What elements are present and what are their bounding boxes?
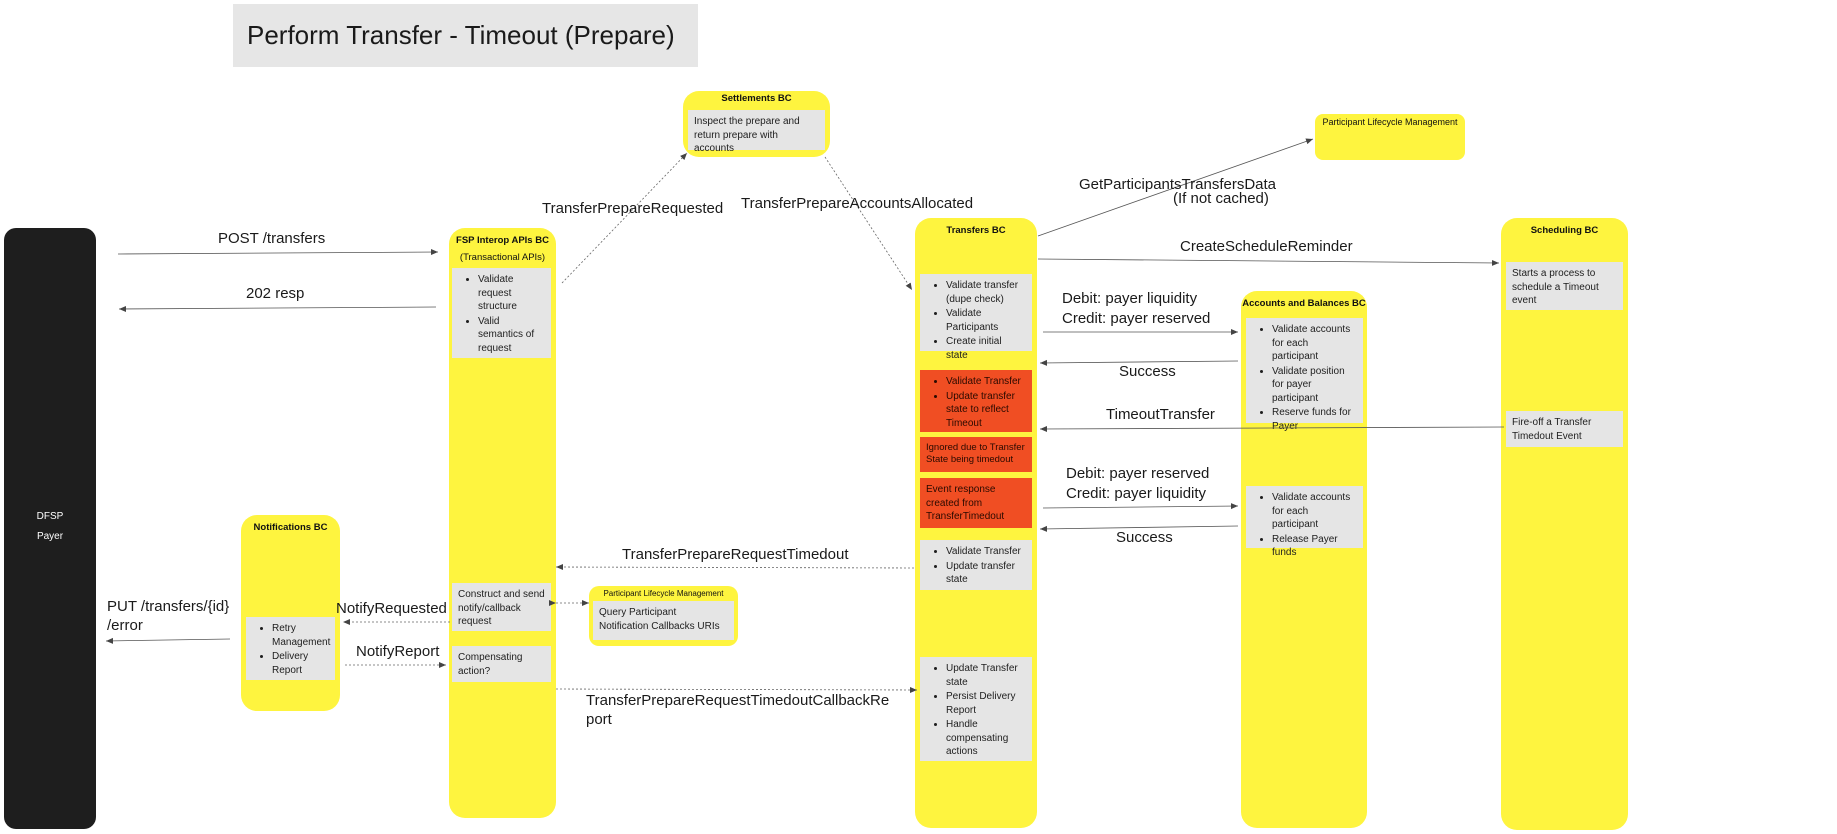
get-participants-arrow (1037, 138, 1314, 237)
prepare-allocated-label: TransferPrepareAccountsAllocated (741, 195, 974, 212)
prepare-requested-arrow (561, 152, 688, 284)
list-item: Validate request structure (478, 273, 545, 314)
transfers-event-response-box: Event response created from TransferTime… (920, 478, 1032, 528)
fsp-construct-box: Construct and send notify/callback reque… (452, 583, 551, 631)
fsp-validate-box: Validate request structure Valid semanti… (452, 268, 551, 358)
fsp-compensating-box: Compensating action? (452, 646, 551, 682)
callback-report-label: TransferPrepareRequestTimedoutCallbackRe (586, 692, 890, 709)
list-item: Update Transfer state (946, 662, 1026, 689)
credit1-label: Credit: payer reserved (1062, 310, 1211, 327)
put-error-label: /error (107, 617, 143, 634)
scheduling-title: Scheduling BC (1530, 225, 1599, 236)
list-item: Retry Management (272, 622, 330, 649)
put-error-arrow (105, 637, 231, 644)
list-item: Validate transfer (dupe check) (946, 279, 1026, 306)
accounts-release-box: Validate accounts for each participant R… (1246, 486, 1363, 558)
accounts-title: Accounts and Balances BC (1242, 298, 1366, 309)
list-item: Valid semantics of request (478, 315, 545, 356)
notify-report-label: NotifyReport (356, 643, 440, 660)
post-transfers-label: POST /transfers (218, 230, 326, 247)
callback-report-arrow (555, 686, 918, 693)
list-item: Persist Delivery Report (946, 690, 1026, 717)
accounts-reserve-box: Validate accounts for each participant V… (1246, 318, 1363, 432)
transfers-update-box: Validate Transfer Update transfer state (920, 540, 1032, 590)
if-not-cached-label: (If not cached) (1173, 190, 1269, 207)
list-item: Update transfer state (946, 560, 1026, 587)
notifications-box: Retry Management Delivery Report (246, 617, 335, 680)
settlements-inspect-box: Inspect the prepare and return prepare w… (688, 110, 825, 154)
success1-arrow (1039, 359, 1239, 366)
scheduling-fire-box: Fire-off a Transfer Timedout Event (1506, 411, 1623, 447)
debit1-label: Debit: payer liquidity (1062, 290, 1198, 307)
list-item: Validate Transfer (946, 375, 1026, 389)
timeout-transfer-label: TimeoutTransfer (1106, 406, 1215, 423)
request-timedout-label: TransferPrepareRequestTimedout (622, 546, 849, 563)
fsp-interop-title: FSP Interop APIs BC (456, 235, 549, 246)
scheduling-lane: Scheduling BC (1501, 218, 1628, 830)
list-item: Delivery Report (272, 650, 329, 677)
plm-top-lane: Participant Lifecycle Management (1315, 114, 1465, 160)
list-item: Validate position for payer participant (1272, 365, 1357, 406)
payer-label: Payer (36, 531, 64, 542)
scheduling-start-box: Starts a process to schedule a Timeout e… (1506, 262, 1623, 310)
transfers-ignored-box: Ignored due to Transfer State being time… (920, 437, 1032, 472)
resp-arrow (118, 305, 437, 312)
list-item: Create initial state (946, 335, 1026, 362)
list-item: Validate Participants (946, 307, 1026, 334)
debit2-arrow (1042, 503, 1239, 510)
list-item: Reserve funds for Payer (1272, 406, 1357, 433)
create-schedule-label: CreateScheduleReminder (1180, 238, 1353, 255)
get-participants-label: GetParticipantsTransfersData (1079, 176, 1277, 193)
fsp-interop-subtitle: (Transactional APIs) (459, 252, 546, 263)
transfers-validate-box: Validate transfer (dupe check) Validate … (920, 274, 1032, 361)
diagram-title: Perform Transfer - Timeout (Prepare) (233, 4, 698, 67)
list-item: Release Payer funds (1272, 533, 1357, 560)
transfers-final-box: Update Transfer state Persist Delivery R… (920, 657, 1032, 761)
transfers-title: Transfers BC (946, 225, 1006, 236)
plm-query-box: Query Participant Notification Callbacks… (593, 601, 734, 640)
plm-top-title: Participant Lifecycle Management (1322, 117, 1458, 127)
timeout-arrow (1039, 425, 1505, 432)
credit2-label: Credit: payer liquidity (1066, 485, 1207, 502)
dfsp-payer-lane: DFSP Payer (4, 228, 96, 829)
post-transfers-arrow (117, 249, 439, 256)
request-timedout-arrow (555, 564, 915, 571)
callback-report-label-2: port (586, 711, 612, 728)
prepare-requested-label: TransferPrepareRequested (542, 200, 724, 217)
dfsp-label: DFSP (36, 511, 64, 522)
success2-arrow (1039, 525, 1239, 532)
list-item: Validate accounts for each participant (1272, 323, 1357, 364)
transfers-timeout-box: Validate Transfer Update transfer state … (920, 370, 1032, 432)
create-schedule-arrow (1037, 258, 1500, 266)
resp-label: 202 resp (246, 285, 305, 302)
prepare-allocated-arrow (824, 156, 913, 291)
success1-label: Success (1119, 363, 1176, 380)
settlements-title: Settlements BC (721, 93, 792, 104)
list-item: Validate Transfer (946, 545, 1026, 559)
notifications-title: Notifications BC (253, 522, 328, 533)
list-item: Validate accounts for each participant (1272, 491, 1357, 532)
notify-requested-label: NotifyRequested (336, 600, 447, 617)
list-item: Handle compensating actions (946, 718, 1026, 759)
put-transfers-label: PUT /transfers/{id} (107, 598, 230, 615)
plm-mid-title: Participant Lifecycle Management (603, 589, 724, 598)
success2-label: Success (1116, 529, 1173, 546)
list-item: Update transfer state to reflect Timeout (946, 390, 1026, 431)
debit2-label: Debit: payer reserved (1066, 465, 1210, 482)
